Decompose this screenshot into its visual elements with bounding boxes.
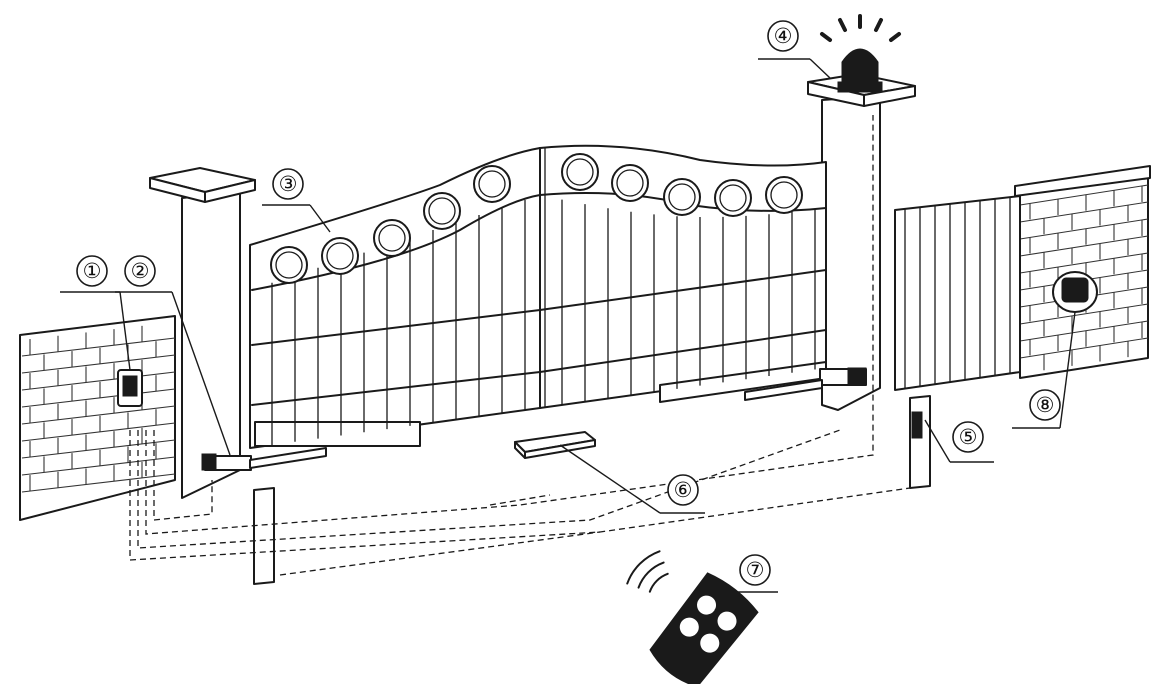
callout-5-label: ⑤ [959, 425, 978, 449]
callouts: ① ② ③ ④ ⑤ ⑥ [60, 20, 1076, 611]
gate-leaves [249, 144, 827, 449]
callout-6-label: ⑥ [674, 478, 693, 502]
left-brick-wall [19, 315, 176, 521]
radio-wave [637, 561, 665, 589]
radio-wave [648, 572, 669, 593]
callout-5: ⑤ [924, 419, 994, 463]
callout-2: ② [115, 255, 231, 456]
callout-2-label: ② [131, 259, 150, 283]
control-box-icon [117, 369, 143, 407]
keypad-icon [1052, 271, 1098, 313]
callout-3: ③ [262, 168, 331, 233]
wiring-conduits [129, 115, 911, 576]
callout-1: ① [60, 255, 131, 371]
callout-8: ⑧ [1012, 311, 1076, 429]
warning-lamp-icon [820, 14, 901, 93]
callout-8-label: ⑧ [1036, 393, 1055, 417]
right-brick-wall [1014, 165, 1151, 379]
callout-7-label: ⑦ [746, 558, 765, 582]
photocell-post-right [909, 395, 931, 489]
gate-stop-icon [514, 431, 596, 459]
callout-6: ⑥ [559, 444, 705, 514]
callout-4-label: ④ [774, 24, 793, 48]
photocell-post-left [253, 487, 275, 585]
callout-3-label: ③ [279, 172, 298, 196]
callout-7: ⑦ [714, 554, 778, 611]
radio-wave [626, 550, 661, 585]
photocell-icon [911, 411, 923, 439]
callout-4: ④ [758, 20, 831, 79]
right-pillar [807, 73, 916, 411]
callout-1-label: ① [83, 259, 102, 283]
remote-control-icon [649, 572, 759, 684]
left-pillar [149, 167, 256, 499]
fence-panel [894, 195, 1021, 391]
swing-arm-opener-icon [201, 447, 327, 471]
swing-arm-opener-right-icon [744, 367, 867, 401]
